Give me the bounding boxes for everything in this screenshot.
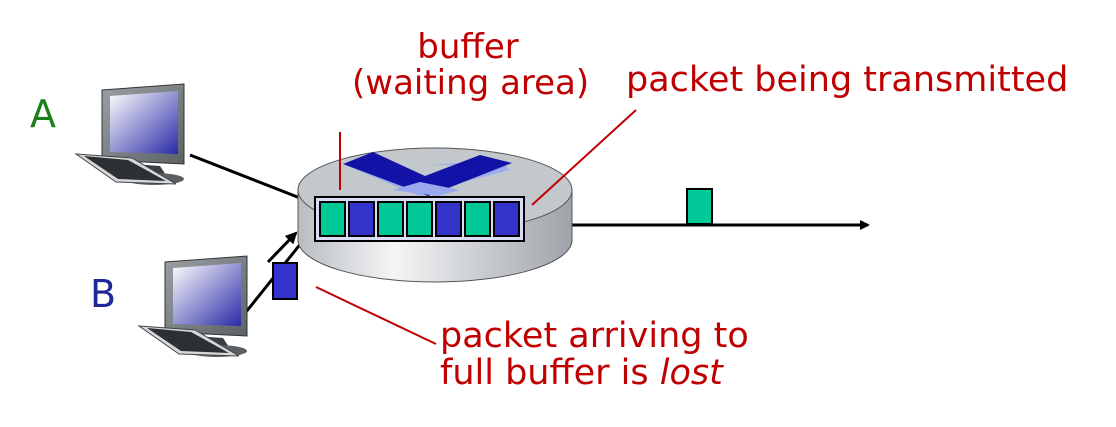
router-arrows-icon xyxy=(343,152,512,196)
buffered-packet-green xyxy=(377,201,404,237)
buffered-packet-green xyxy=(406,201,433,237)
buffer-label-line1: buffer xyxy=(417,27,519,67)
packet-arriving-lost xyxy=(272,262,298,300)
host-b-label: B xyxy=(90,272,117,316)
lost-label-line1: packet arriving to xyxy=(440,316,749,356)
lost-label: packet arriving to full buffer is lost xyxy=(440,318,749,392)
arrival-direction-arrow xyxy=(266,231,298,264)
lost-annotation-line xyxy=(315,286,437,345)
transmitting-annotation-line xyxy=(531,109,637,206)
transmitting-label: packet being transmitted xyxy=(626,60,1069,100)
buffered-packet-green xyxy=(319,201,346,237)
lost-label-line2-italic: lost xyxy=(659,352,723,393)
buffered-packet-blue xyxy=(493,201,520,237)
buffer-label: buffer (waiting area) xyxy=(352,27,589,101)
link-a-to-router xyxy=(189,153,319,207)
packet-being-transmitted xyxy=(686,188,713,225)
host-a-computer-icon xyxy=(74,83,185,185)
host-a-label: A xyxy=(30,92,56,136)
buffer-label-line2: (waiting area) xyxy=(352,62,590,103)
host-b-computer-icon xyxy=(137,255,248,357)
buffered-packet-blue xyxy=(435,201,462,237)
buffered-packet-green xyxy=(464,201,491,237)
buffered-packet-blue xyxy=(348,201,375,237)
lost-label-line2: full buffer is lost xyxy=(440,352,749,393)
lost-label-line2-prefix: full buffer is xyxy=(440,352,660,393)
buffer-queue xyxy=(314,196,525,242)
